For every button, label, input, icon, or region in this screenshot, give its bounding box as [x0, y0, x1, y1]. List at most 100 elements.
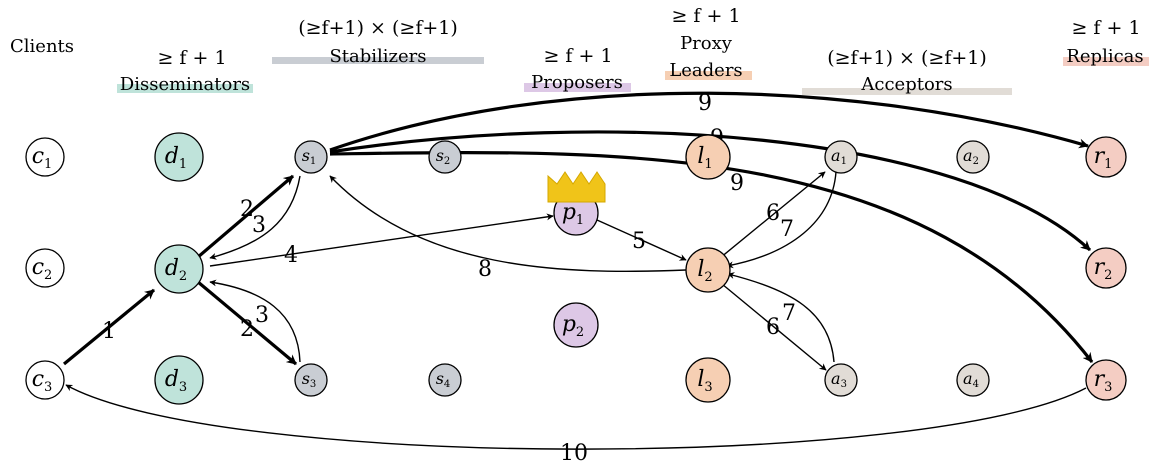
replicas-role-label: Replicas: [1066, 46, 1143, 67]
edge-2-to-s3: [196, 280, 298, 366]
edge-label-3-from-s3: 3: [255, 303, 269, 328]
header-replicas: ≥ f + 1 Replicas: [1063, 17, 1149, 67]
node-circle-c2: [25, 248, 65, 288]
edge-8: [329, 175, 687, 273]
acceptors-role-label: Acceptors: [860, 74, 952, 95]
acceptors-count-label: (≥f+1) × (≥f+1): [827, 47, 987, 69]
node-c1: c1: [25, 137, 65, 177]
header-proxy-leaders: ≥ f + 1 Proxy Leaders: [665, 5, 752, 81]
node-circle-a1: [824, 140, 858, 174]
node-r1: r1: [1085, 136, 1127, 178]
proposers-role-label: Proposers: [531, 72, 623, 93]
node-s1: s1: [294, 140, 328, 174]
crown-icon: [547, 171, 606, 203]
node-c3: c3: [25, 360, 65, 400]
node-label-r2: r2: [1094, 255, 1113, 283]
node-a4: a4: [956, 363, 990, 397]
node-l2: l2: [685, 247, 731, 293]
node-circle-a2: [956, 140, 990, 174]
node-label-a3: a3: [831, 369, 847, 390]
node-circle-s1: [294, 140, 328, 174]
node-circle-r3: [1085, 359, 1127, 401]
replicas-count-label: ≥ f + 1: [1071, 17, 1140, 39]
disseminators-role-label: Disseminators: [120, 74, 250, 95]
node-circle-p2: [553, 302, 599, 348]
edge-9-to-r2: [329, 130, 1092, 252]
node-circle-l1: [685, 134, 731, 180]
header-clients: Clients: [10, 36, 74, 57]
node-label-r1: r1: [1094, 144, 1113, 172]
node-circle-l3: [685, 357, 731, 403]
node-c2: c2: [25, 248, 65, 288]
edge-label-6-to-a3: 6: [766, 315, 780, 340]
node-circle-d3: [154, 355, 204, 405]
node-circle-d1: [154, 132, 204, 182]
node-circle-s2: [428, 140, 462, 174]
node-label-c2: c2: [32, 255, 53, 283]
node-d2: d2: [154, 244, 204, 294]
edge-label-5: 5: [632, 229, 646, 254]
edge-label-3-from-s1: 3: [252, 213, 266, 238]
node-circle-c3: [25, 360, 65, 400]
node-l3: l3: [685, 357, 731, 403]
edge-label-8: 8: [478, 257, 492, 282]
node-label-d2: d2: [165, 256, 187, 284]
disseminators-underline: [117, 84, 253, 93]
node-circle-c1: [25, 137, 65, 177]
node-label-p1: p1: [562, 200, 584, 228]
node-label-l3: l3: [697, 367, 712, 395]
node-a1: a1: [824, 140, 858, 174]
disseminators-count-label: ≥ f + 1: [157, 47, 226, 69]
node-d1: d1: [154, 132, 204, 182]
edge-3-from-s3: [209, 279, 301, 363]
proxy-leaders-count-label: ≥ f + 1: [671, 5, 740, 27]
header-disseminators: ≥ f + 1 Disseminators: [117, 47, 253, 95]
node-label-s4: s4: [436, 369, 451, 390]
edge-label-9-to-r1: 9: [698, 91, 712, 116]
edge-2-to-s1: [196, 174, 295, 259]
proxy-leaders-proxy-label: Proxy: [680, 33, 733, 54]
node-label-d3: d3: [165, 367, 187, 395]
node-label-c1: c1: [32, 144, 53, 172]
node-label-l2: l2: [697, 257, 712, 285]
edge-label-4: 4: [284, 243, 298, 268]
node-s2: s2: [428, 140, 462, 174]
stabilizers-role-label: Stabilizers: [329, 46, 426, 67]
node-s3: s3: [294, 363, 328, 397]
node-label-s1: s1: [302, 146, 317, 167]
edge-9-to-r1: [329, 91, 1089, 152]
edge-7-from-a1: [726, 171, 837, 269]
proposers-count-label: ≥ f + 1: [543, 45, 612, 67]
edges: [62, 91, 1094, 450]
node-label-c3: c3: [32, 367, 53, 395]
header-stabilizers: (≥f+1) × (≥f+1) Stabilizers: [272, 17, 484, 67]
stabilizers-underline: [272, 57, 484, 64]
node-l1: l1: [685, 134, 731, 180]
edge-3-from-s1: [209, 175, 301, 260]
edge-1: [62, 288, 156, 366]
node-a2: a2: [956, 140, 990, 174]
node-label-a2: a2: [963, 146, 979, 167]
replicas-underline: [1063, 57, 1149, 66]
node-circle-s3: [294, 363, 328, 397]
node-label-a1: a1: [831, 146, 847, 167]
node-s4: s4: [428, 363, 462, 397]
node-label-d1: d1: [165, 144, 187, 172]
node-r3: r3: [1085, 359, 1127, 401]
header-proposers: ≥ f + 1 Proposers: [524, 45, 631, 93]
node-circle-l2: [685, 247, 731, 293]
node-label-l1: l1: [697, 144, 712, 172]
stabilizers-count-label: (≥f+1) × (≥f+1): [298, 17, 458, 39]
proxy-leaders-role-label: Leaders: [669, 60, 742, 81]
edge-label-7-from-a1: 7: [780, 217, 794, 242]
edge-label-2-to-s1: 2: [240, 197, 254, 222]
node-label-a4: a4: [963, 369, 979, 390]
node-circle-a4: [956, 363, 990, 397]
edge-label-1: 1: [102, 319, 116, 344]
edge-5: [596, 219, 687, 261]
node-circle-d2: [154, 244, 204, 294]
edge-7-from-a3: [727, 272, 835, 363]
edge-label-7-from-a3: 7: [782, 301, 796, 326]
